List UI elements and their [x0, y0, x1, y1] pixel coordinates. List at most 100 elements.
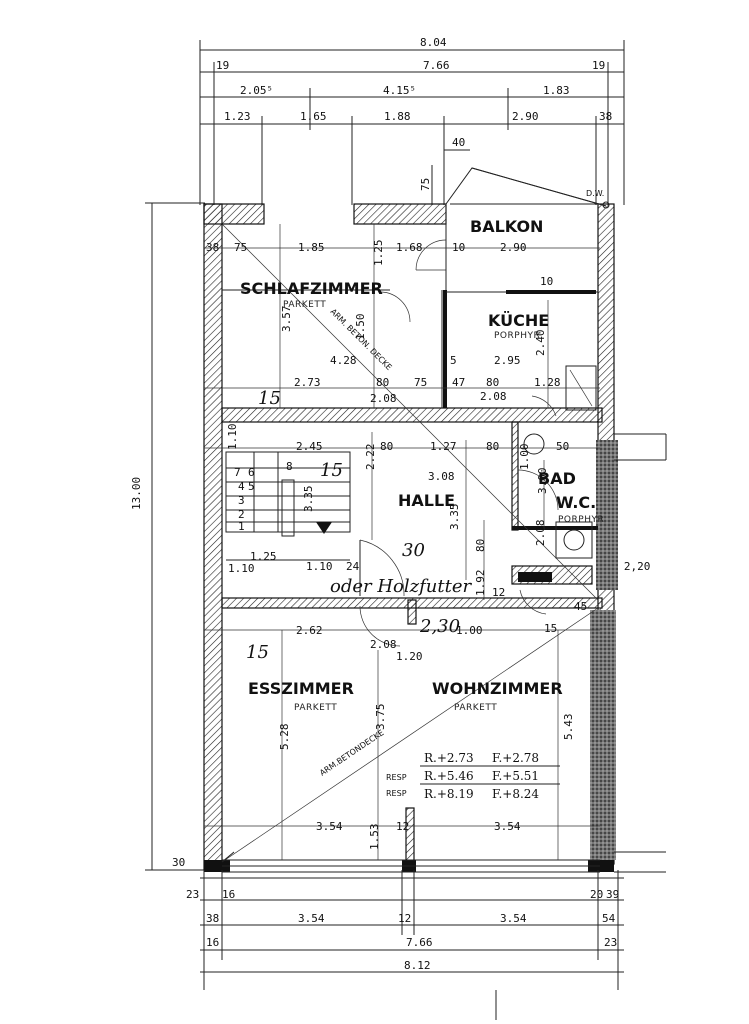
- dim-h-308: 3.08: [428, 470, 455, 483]
- dim-e-375: 3.75: [374, 704, 387, 731]
- room-balkon: BALKON: [470, 217, 543, 236]
- top-dimensions: 8.04 19 7.66 19 2.05⁵ 4.15⁵ 1.83 1.23 1.…: [199, 36, 625, 205]
- stair-num-7: 7: [234, 466, 241, 479]
- interior-walls: [222, 167, 610, 585]
- dim-h-110: 1.10: [226, 424, 239, 451]
- dim-e-262: 2.62: [296, 624, 323, 637]
- dim-k-240: 2.40: [534, 330, 547, 357]
- bottom-dimensions: 23 16 20 39 38 3.54 12 3.54 54 16 7.66 2…: [186, 870, 624, 1020]
- dim-b1: 1.23: [224, 110, 251, 123]
- dim-a3: 1.83: [543, 84, 570, 97]
- dim-h-24: 24: [346, 560, 360, 573]
- dim-e-528: 5.28: [278, 724, 291, 751]
- dim-sz-428: 4.28: [330, 354, 357, 367]
- dim-balkon-10: 10: [540, 275, 553, 288]
- dim-total-height: 13.00: [130, 477, 143, 510]
- dim-a2: 4.15⁵: [383, 84, 416, 97]
- room-wohnzimmer: WOHNZIMMER: [432, 679, 563, 698]
- level-r3: R.+8.19: [424, 787, 474, 801]
- level-f2: F.+5.51: [492, 769, 539, 783]
- dim-e2: 23: [604, 936, 617, 949]
- dim-r1-75: 75: [414, 376, 427, 389]
- dim-c1: 23: [186, 888, 199, 901]
- interior-dims: 38 75 1.85 1.25 1.68 10 2.90 10 3.57 4.2…: [206, 240, 587, 851]
- dim-sz-357: 3.57: [280, 306, 293, 333]
- dim-r1-208b: 2.08: [480, 390, 507, 403]
- dim-sz-168: 1.68: [396, 241, 423, 254]
- dim-h-245: 2.45: [296, 440, 323, 453]
- room-halle: HALLE: [398, 491, 455, 510]
- dim-b4: 2.90: [512, 110, 539, 123]
- note-height-15a: 15: [258, 388, 281, 409]
- dim-e-543: 5.43: [562, 714, 575, 741]
- room-bad: BAD: [538, 469, 576, 488]
- dim-e-354a: 3.54: [316, 820, 343, 833]
- level-f3: F.+8.24: [492, 787, 539, 801]
- dim-e-15: 15: [544, 622, 557, 635]
- level-f1: F.+2.78: [492, 751, 539, 765]
- note-dw: D.W.: [586, 189, 604, 198]
- dim-h-80b: 80: [486, 440, 499, 453]
- dim-e1: 16: [206, 936, 219, 949]
- stair-num-2: 2: [238, 508, 245, 521]
- dim-sz-38: 38: [206, 241, 219, 254]
- dim-h-127: 1.27: [430, 440, 457, 453]
- dim-e-45: 45: [574, 600, 587, 613]
- dim-h-192: 1.92: [474, 570, 487, 597]
- dim-d1: 38: [206, 912, 219, 925]
- stair-num-3: 3: [238, 494, 245, 507]
- dim-r1-80a: 80: [376, 376, 389, 389]
- note-height-230: 2,30: [419, 616, 460, 637]
- dim-h-80c: 80: [474, 539, 487, 552]
- dim-h-208: 2.08: [534, 520, 547, 547]
- dim-h-12: 12: [492, 586, 505, 599]
- dim-r1-273: 2.73: [294, 376, 321, 389]
- dim-e-120: 1.20: [396, 650, 423, 663]
- level-r2: R.+5.46: [424, 769, 474, 783]
- dim-e-153: 1.53: [368, 824, 381, 851]
- dim-balcony-offset: 40: [452, 136, 465, 149]
- room-esszimmer: ESSZIMMER: [248, 679, 354, 698]
- dim-wall-right: 19: [592, 59, 605, 72]
- dim-bottom-inner: 7.66: [406, 936, 433, 949]
- note-height-30: 30: [402, 540, 425, 561]
- note-slab-lower: ARM.BETONDECKE: [318, 728, 385, 778]
- stair-num-8: 8: [286, 460, 293, 473]
- dim-sz-10: 10: [452, 241, 465, 254]
- floor-wohnzimmer: PARKETT: [454, 703, 497, 713]
- note-handwritten: oder Holzfutter: [330, 576, 472, 597]
- dim-e-354b: 3.54: [494, 820, 521, 833]
- dim-c4: 39: [606, 888, 619, 901]
- dim-h-110b: 1.10: [306, 560, 333, 573]
- floor-wc: PORPHYR: [558, 515, 604, 525]
- dim-r1-80b: 80: [486, 376, 499, 389]
- note-height-15c: 15: [246, 642, 269, 663]
- floor-schlafzimmer: PARKETT: [283, 300, 326, 310]
- dim-h-50: 50: [556, 440, 569, 453]
- room-kueche: KÜCHE: [488, 311, 549, 330]
- note-resp-1: RESP: [386, 773, 407, 782]
- dim-h-80a: 80: [380, 440, 393, 453]
- slab-diagonals: [221, 223, 599, 863]
- dim-sz-185: 1.85: [298, 241, 325, 254]
- dim-e-100: 1.00: [456, 624, 483, 637]
- stairs: 7 8 1 2 3 4 5 6 3.35 1.10 1.25: [225, 451, 351, 575]
- dim-b2: 1.65: [300, 110, 327, 123]
- dim-k-5: 5: [450, 354, 457, 367]
- dim-d5: 54: [602, 912, 616, 925]
- dim-h-100: 1.00: [518, 444, 531, 471]
- stair-dim-125: 1.25: [250, 550, 277, 563]
- dim-b5: 38: [599, 110, 612, 123]
- dim-sz-125: 1.25: [372, 240, 385, 267]
- dim-b3: 1.88: [384, 110, 411, 123]
- room-schlafzimmer: SCHLAFZIMMER: [240, 279, 383, 298]
- interior-dim-lines: [204, 224, 600, 860]
- stair-dim-335: 3.35: [302, 486, 315, 513]
- dim-r1-128: 1.28: [534, 376, 561, 389]
- level-r1: R.+2.73: [424, 751, 474, 765]
- stair-num-6: 6: [248, 466, 255, 479]
- dim-r1-208a: 2.08: [370, 392, 397, 405]
- outer-walls: [203, 203, 667, 873]
- stair-num-1: 1: [238, 520, 245, 533]
